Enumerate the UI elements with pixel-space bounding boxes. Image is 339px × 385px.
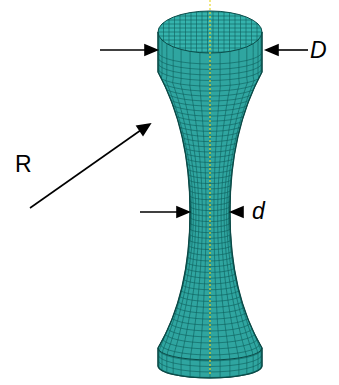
mesh-line [224, 39, 247, 385]
neck-diameter-label: d [252, 200, 265, 223]
mesh-line [227, 37, 254, 385]
mesh-line [200, 42, 206, 385]
mesh-line [158, 32, 190, 380]
dimension-arrows [30, 45, 308, 217]
radius-label: R [15, 153, 32, 176]
diameter-label: D [310, 39, 327, 62]
center-axis [209, 0, 210, 376]
mesh-line [214, 42, 220, 385]
